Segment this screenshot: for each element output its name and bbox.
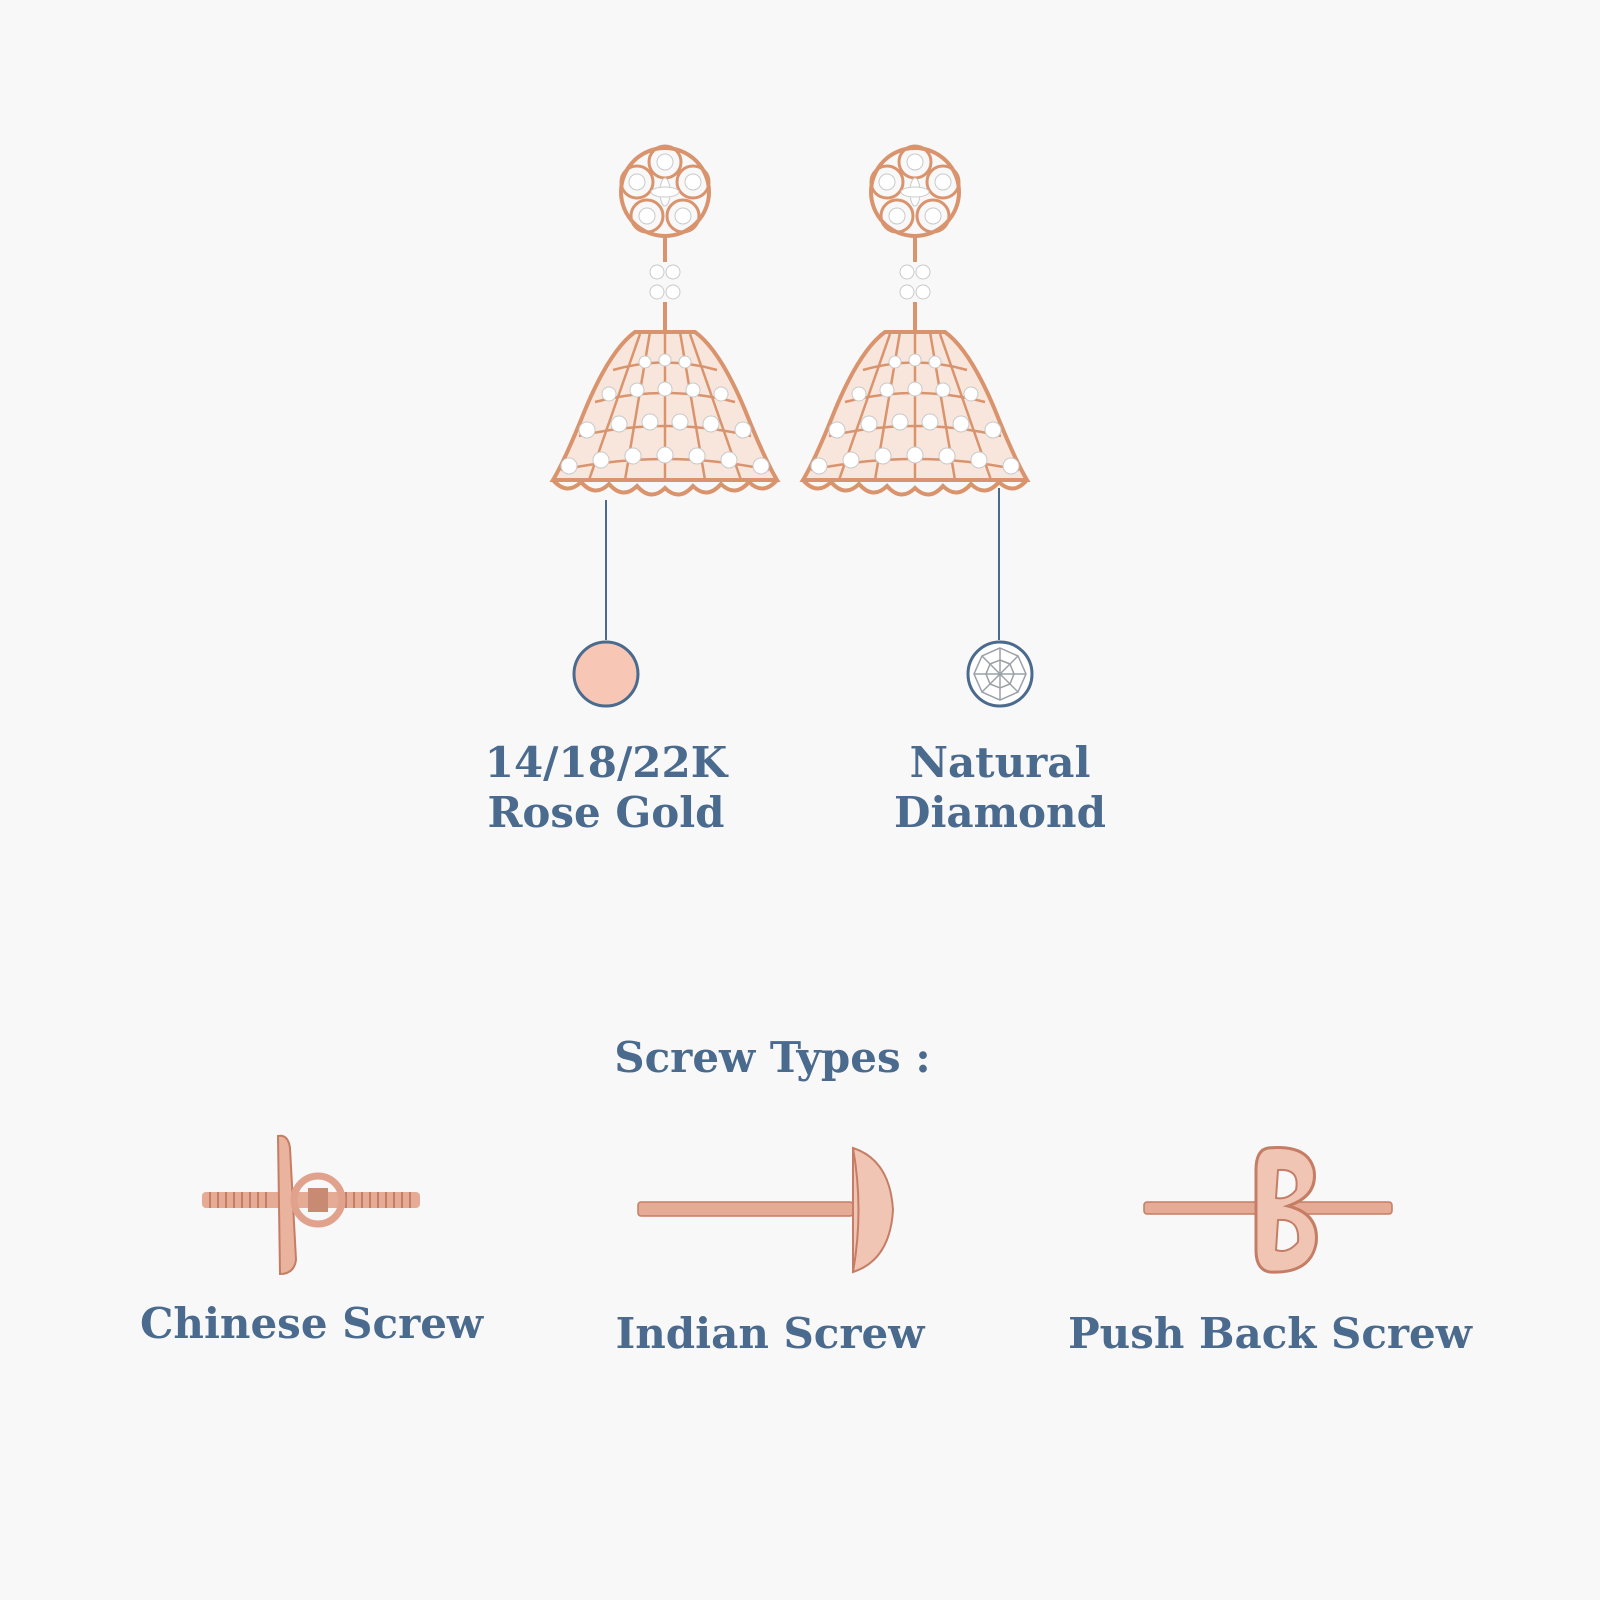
screw-types-title: Screw Types :: [614, 1033, 931, 1082]
push-back-screw-label: Push Back Screw: [1068, 1309, 1472, 1358]
rose-gold-swatch-icon: [572, 640, 640, 708]
chinese-screw-icon: [196, 1130, 426, 1280]
metal-callout-line: [605, 500, 607, 640]
stone-callout-line: [998, 488, 1000, 640]
stone-label-line2: Diamond: [894, 788, 1106, 837]
metal-label-line1: 14/18/22K: [484, 738, 728, 787]
stone-label-line1: Natural: [909, 738, 1091, 787]
left-earring: [551, 144, 779, 497]
metal-label-line2: Rose Gold: [487, 788, 725, 837]
indian-screw-icon: [628, 1140, 908, 1280]
indian-screw-label: Indian Screw: [615, 1309, 925, 1358]
chinese-screw-label: Chinese Screw: [140, 1299, 484, 1348]
metal-label: 14/18/22K Rose Gold: [456, 738, 756, 838]
stone-label: Natural Diamond: [850, 738, 1150, 838]
jhumka-earrings-image: [540, 130, 1060, 530]
diamond-icon: [966, 640, 1034, 708]
right-earring: [801, 144, 1029, 497]
push-back-screw-icon: [1138, 1140, 1398, 1280]
